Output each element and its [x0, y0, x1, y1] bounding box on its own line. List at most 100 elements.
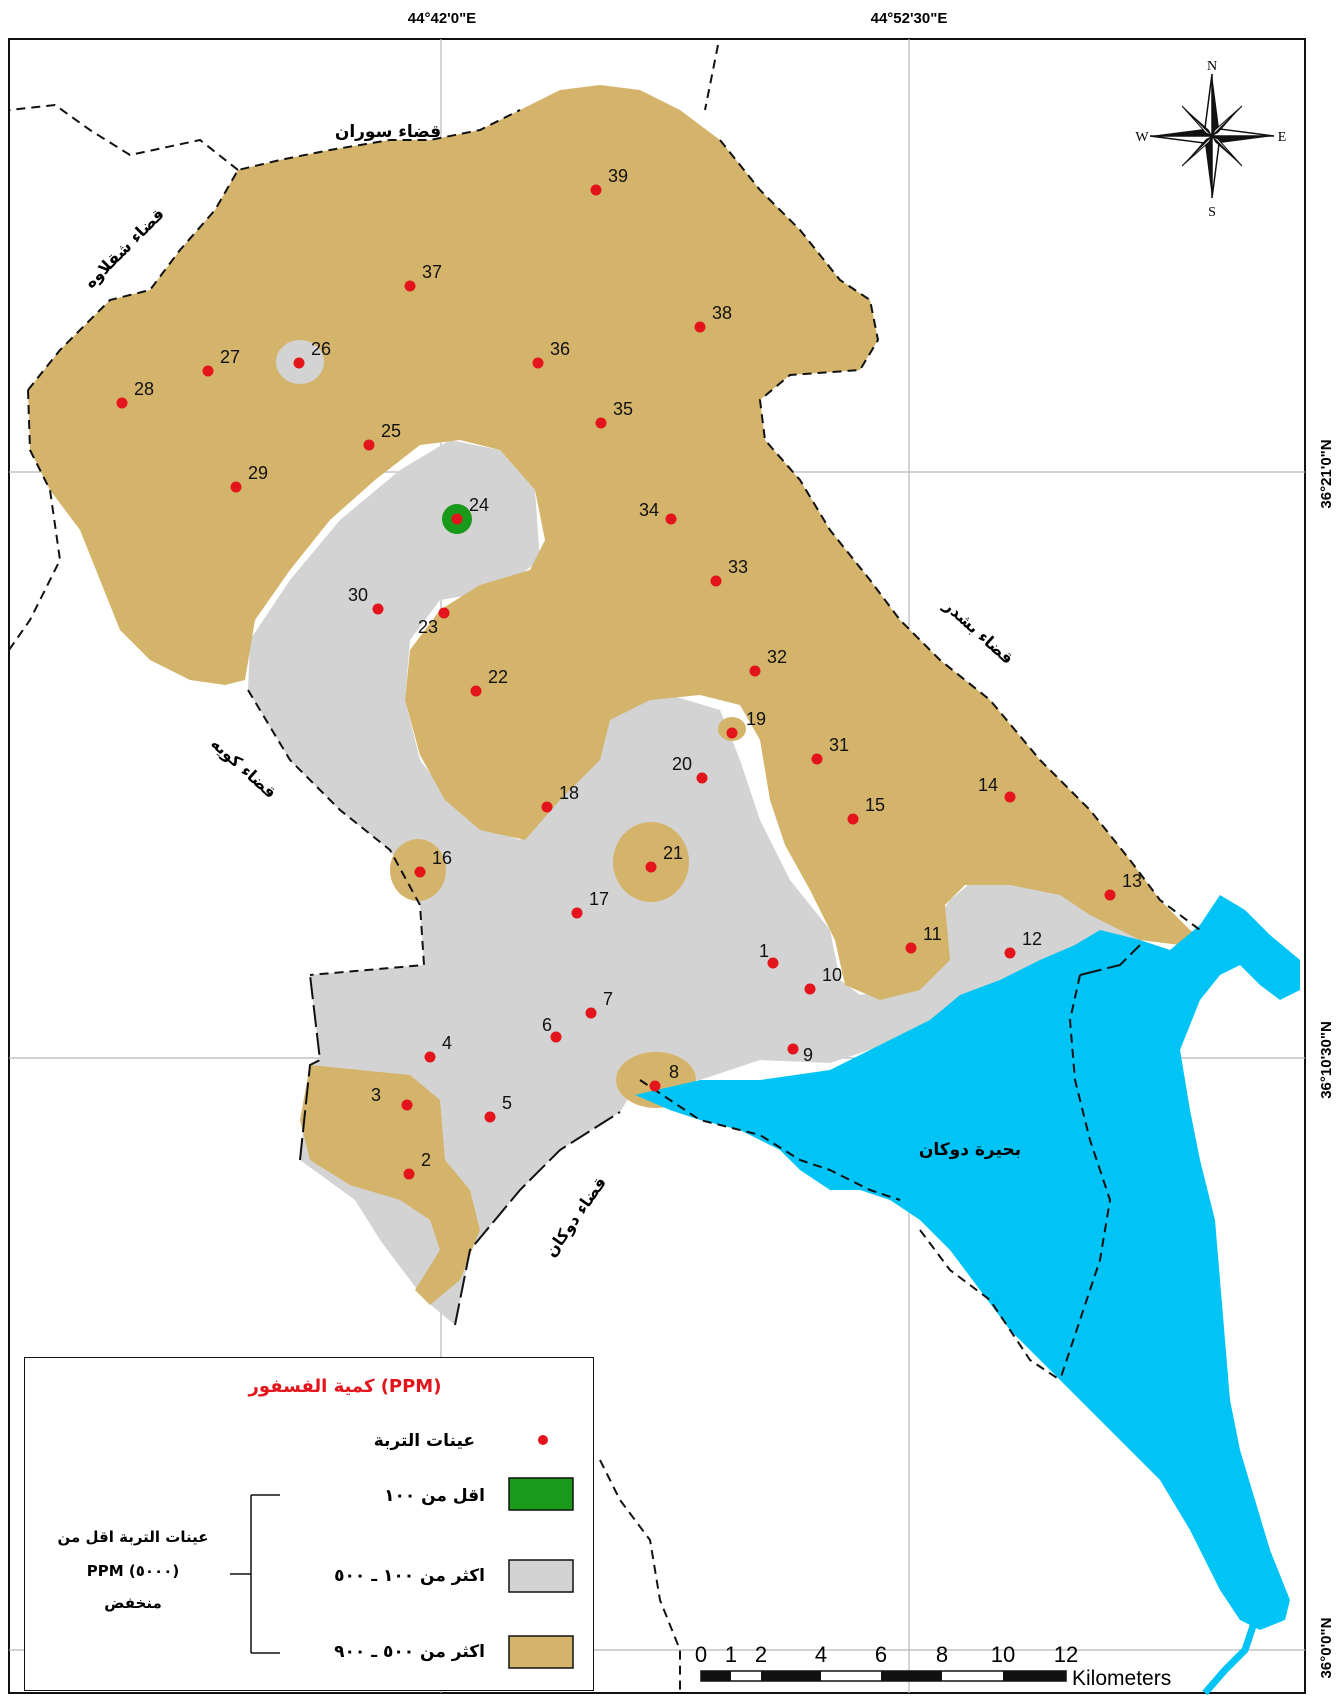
- legend-class-low: اقل من ١٠٠: [384, 1486, 485, 1506]
- legend-bracket-line3: منخفض: [104, 1594, 161, 1612]
- legend-sample-dot: [538, 1435, 548, 1445]
- soil-sample-1: [767, 957, 779, 969]
- soil-sample-15: [847, 813, 859, 825]
- soil-sample-32: [749, 665, 761, 677]
- soil-sample-8: [649, 1080, 661, 1092]
- lat-label-3: 36°0'0"N: [1318, 1618, 1335, 1679]
- soil-sample-label-37: 37: [422, 262, 442, 282]
- region-high-class-south: [300, 1065, 480, 1305]
- district-boundaries: [8, 44, 1201, 1693]
- soil-sample-6: [550, 1031, 562, 1043]
- compass-n: N: [1207, 59, 1217, 74]
- scale-tick-10: 10: [991, 1642, 1015, 1667]
- district-boundaries-long: [299, 944, 1141, 1326]
- soil-sample-label-11: 11: [923, 924, 942, 944]
- soil-sample-label-12: 12: [1022, 929, 1042, 949]
- soil-sample-24: [451, 513, 463, 525]
- soil-sample-label-16: 16: [432, 848, 452, 868]
- soil-sample-label-4: 4: [442, 1033, 452, 1053]
- soil-sample-label-9: 9: [803, 1045, 813, 1065]
- lon-label-2: 44°52'30"E: [871, 10, 948, 27]
- soil-sample-label-28: 28: [134, 379, 154, 399]
- soil-sample-label-35: 35: [613, 399, 633, 419]
- legend-class-mid: اكثر من ١٠٠ ـ ٥٠٠: [334, 1566, 485, 1586]
- soil-sample-label-23: 23: [418, 617, 438, 637]
- scale-tick-12: 12: [1054, 1642, 1078, 1667]
- lake-label-dokan: بحيرة دوكان: [919, 1140, 1021, 1160]
- region-high-class-north: [28, 85, 1205, 1000]
- soil-sample-22: [470, 685, 482, 697]
- legend-swatch-low: [508, 1477, 574, 1511]
- soil-sample-19: [726, 727, 738, 739]
- soil-sample-label-14: 14: [978, 775, 998, 795]
- soil-sample-29: [230, 481, 242, 493]
- soil-sample-label-30: 30: [348, 585, 368, 605]
- soil-sample-label-38: 38: [712, 303, 732, 323]
- soil-sample-38: [694, 321, 706, 333]
- soil-sample-11: [905, 942, 917, 954]
- soil-sample-18: [541, 801, 553, 813]
- river-outlet: [1202, 1618, 1259, 1696]
- soil-sample-28: [116, 397, 128, 409]
- legend-bracket-line1: عينات التربة اقل من: [58, 1528, 209, 1546]
- soil-sample-10: [804, 983, 816, 995]
- compass-s: S: [1208, 205, 1216, 220]
- soil-sample-label-24: 24: [469, 495, 489, 515]
- soil-sample-label-8: 8: [669, 1062, 679, 1082]
- soil-sample-36: [532, 357, 544, 369]
- legend-class-high: اكثر من ٥٠٠ ـ ٩٠٠: [334, 1642, 485, 1662]
- soil-sample-label-15: 15: [865, 795, 885, 815]
- soil-sample-12: [1004, 947, 1016, 959]
- lon-label-1: 44°42'0"E: [408, 10, 476, 27]
- soil-sample-label-3: 3: [371, 1085, 381, 1105]
- region-mid-class: [248, 440, 1150, 1325]
- soil-sample-20: [696, 772, 708, 784]
- soil-sample-16: [414, 866, 426, 878]
- soil-sample-label-29: 29: [248, 463, 268, 483]
- scale-tick-6: 6: [875, 1642, 887, 1667]
- soil-sample-label-27: 27: [220, 347, 240, 367]
- soil-sample-3: [401, 1099, 413, 1111]
- scale-tick-8: 8: [936, 1642, 948, 1667]
- soil-sample-7: [585, 1007, 597, 1019]
- soil-sample-label-34: 34: [639, 500, 659, 520]
- legend-swatch-high: [508, 1635, 574, 1669]
- scale-unit: Kilometers: [1072, 1667, 1171, 1690]
- soil-sample-13: [1104, 889, 1116, 901]
- north-arrow-icon: N S E W: [1135, 59, 1286, 220]
- compass-w: W: [1135, 130, 1149, 145]
- soil-sample-label-1: 1: [759, 941, 769, 961]
- soil-sample-label-10: 10: [822, 965, 842, 985]
- soil-sample-27: [202, 365, 214, 377]
- soil-sample-label-33: 33: [728, 557, 748, 577]
- legend-bracket-line2: PPM (٥٠٠٠): [87, 1562, 179, 1580]
- soil-sample-4: [424, 1051, 436, 1063]
- soil-sample-14: [1004, 791, 1016, 803]
- district-label-soran: قضاء سوران: [335, 122, 441, 142]
- soil-sample-34: [665, 513, 677, 525]
- soil-sample-label-18: 18: [559, 783, 579, 803]
- soil-sample-17: [571, 907, 583, 919]
- soil-sample-label-2: 2: [421, 1150, 431, 1170]
- soil-sample-33: [710, 575, 722, 587]
- scale-tick-4: 4: [815, 1642, 827, 1667]
- soil-sample-label-6: 6: [542, 1015, 552, 1035]
- legend-bracket: [230, 1494, 280, 1654]
- soil-sample-35: [595, 417, 607, 429]
- soil-sample-2: [403, 1168, 415, 1180]
- soil-sample-30: [372, 603, 384, 615]
- legend: كمية الفسفور (PPM) عينات التربة اقل من ١…: [24, 1357, 594, 1691]
- soil-sample-label-17: 17: [589, 889, 609, 909]
- soil-sample-label-31: 31: [829, 735, 849, 755]
- soil-sample-label-39: 39: [608, 166, 628, 186]
- soil-sample-9: [787, 1043, 799, 1055]
- soil-sample-label-21: 21: [663, 843, 683, 863]
- scale-tick-0: 0: [695, 1642, 707, 1667]
- legend-graphics: كمية الفسفور (PPM) عينات التربة اقل من ١…: [58, 1376, 574, 1669]
- soil-sample-26: [293, 357, 305, 369]
- soil-sample-label-32: 32: [767, 647, 787, 667]
- soil-sample-label-7: 7: [603, 989, 613, 1009]
